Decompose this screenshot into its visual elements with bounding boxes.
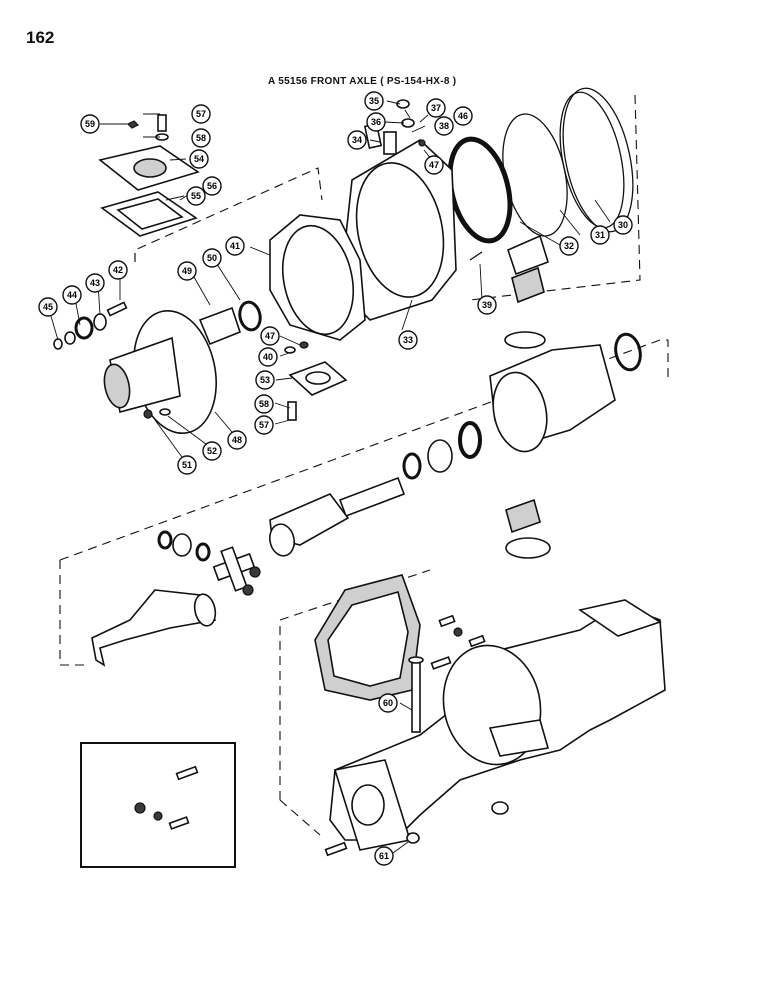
callout-48-label: 48 — [232, 435, 242, 445]
callout-53: 53 — [255, 370, 275, 390]
callout-39-label: 39 — [482, 300, 492, 310]
callout-30: 30 — [613, 215, 633, 235]
callout-45-label: 45 — [43, 302, 53, 312]
callout-37: 37 — [426, 98, 446, 118]
callout-57-mid-label: 57 — [259, 420, 269, 430]
callout-33-label: 33 — [403, 335, 413, 345]
callout-49-label: 49 — [182, 266, 192, 276]
callout-47-mid: 47 — [260, 326, 280, 346]
callout-34-label: 34 — [352, 135, 362, 145]
callout-41: 41 — [225, 236, 245, 256]
flange-housing-group — [269, 99, 483, 341]
inset-detail-box — [80, 742, 236, 868]
callout-49: 49 — [177, 261, 197, 281]
callout-36-label: 36 — [371, 117, 381, 127]
callout-31-label: 31 — [595, 230, 605, 240]
callout-58-mid: 58 — [254, 394, 274, 414]
callout-52: 52 — [202, 441, 222, 461]
callout-47-top: 47 — [424, 155, 444, 175]
callout-33: 33 — [398, 330, 418, 350]
callout-30-label: 30 — [618, 220, 628, 230]
callout-31: 31 — [590, 225, 610, 245]
callout-38: 38 — [434, 116, 454, 136]
callout-46-label: 46 — [458, 111, 468, 121]
callout-58-mid-label: 58 — [259, 399, 269, 409]
callout-59: 59 — [80, 114, 100, 134]
dashed-outline-rings — [469, 94, 641, 301]
callout-38-label: 38 — [439, 121, 449, 131]
dashed-outline-shaft — [59, 339, 669, 666]
callout-44: 44 — [62, 285, 82, 305]
callout-59-label: 59 — [85, 119, 95, 129]
hub-spindle-group — [53, 300, 262, 435]
callout-50-label: 50 — [207, 253, 217, 263]
callout-43: 43 — [85, 273, 105, 293]
axle-gasket-inner — [327, 591, 409, 687]
callout-55: 55 — [186, 186, 206, 206]
callout-41-label: 41 — [230, 241, 240, 251]
callout-54: 54 — [189, 149, 209, 169]
callout-50: 50 — [202, 248, 222, 268]
leader-lines — [47, 100, 611, 854]
callout-51-label: 51 — [182, 460, 192, 470]
callout-39: 39 — [477, 295, 497, 315]
callout-51: 51 — [177, 455, 197, 475]
callout-57-mid: 57 — [254, 415, 274, 435]
callout-48: 48 — [227, 430, 247, 450]
callout-58-top-label: 58 — [196, 133, 206, 143]
callout-35-label: 35 — [369, 96, 379, 106]
callout-32-label: 32 — [564, 241, 574, 251]
callout-52-label: 52 — [207, 446, 217, 456]
diagram-title: A 55156 FRONT AXLE ( PS-154-HX-8 ) — [268, 76, 457, 87]
callout-60-label: 60 — [383, 698, 393, 708]
top-cover-group — [98, 114, 200, 237]
callout-44-label: 44 — [67, 290, 77, 300]
small-cover-group — [284, 341, 348, 421]
callout-42: 42 — [108, 260, 128, 280]
inset-detail-art — [134, 765, 199, 830]
callout-57-top: 57 — [191, 104, 211, 124]
callout-35: 35 — [364, 91, 384, 111]
knuckle-bearing-group — [402, 234, 642, 559]
callout-34: 34 — [347, 130, 367, 150]
callout-43-label: 43 — [90, 278, 100, 288]
callout-53-label: 53 — [260, 375, 270, 385]
callout-60: 60 — [378, 693, 398, 713]
callout-47-top-label: 47 — [429, 160, 439, 170]
callout-37-label: 37 — [431, 103, 441, 113]
callout-32: 32 — [559, 236, 579, 256]
callout-55-label: 55 — [191, 191, 201, 201]
callout-40: 40 — [258, 347, 278, 367]
callout-56: 56 — [202, 176, 222, 196]
callout-57-top-label: 57 — [196, 109, 206, 119]
callout-58-top: 58 — [191, 128, 211, 148]
axle-housing-group — [324, 599, 666, 857]
axle-shaft-group — [91, 476, 406, 667]
callout-56-label: 56 — [207, 181, 217, 191]
callout-54-label: 54 — [194, 154, 204, 164]
callout-61: 61 — [374, 846, 394, 866]
callout-45: 45 — [38, 297, 58, 317]
page-number: 162 — [26, 28, 55, 47]
callout-61-label: 61 — [379, 851, 389, 861]
callout-47-mid-label: 47 — [265, 331, 275, 341]
callout-36: 36 — [366, 112, 386, 132]
callout-46: 46 — [453, 106, 473, 126]
callout-42-label: 42 — [113, 265, 123, 275]
callout-40-label: 40 — [263, 352, 273, 362]
